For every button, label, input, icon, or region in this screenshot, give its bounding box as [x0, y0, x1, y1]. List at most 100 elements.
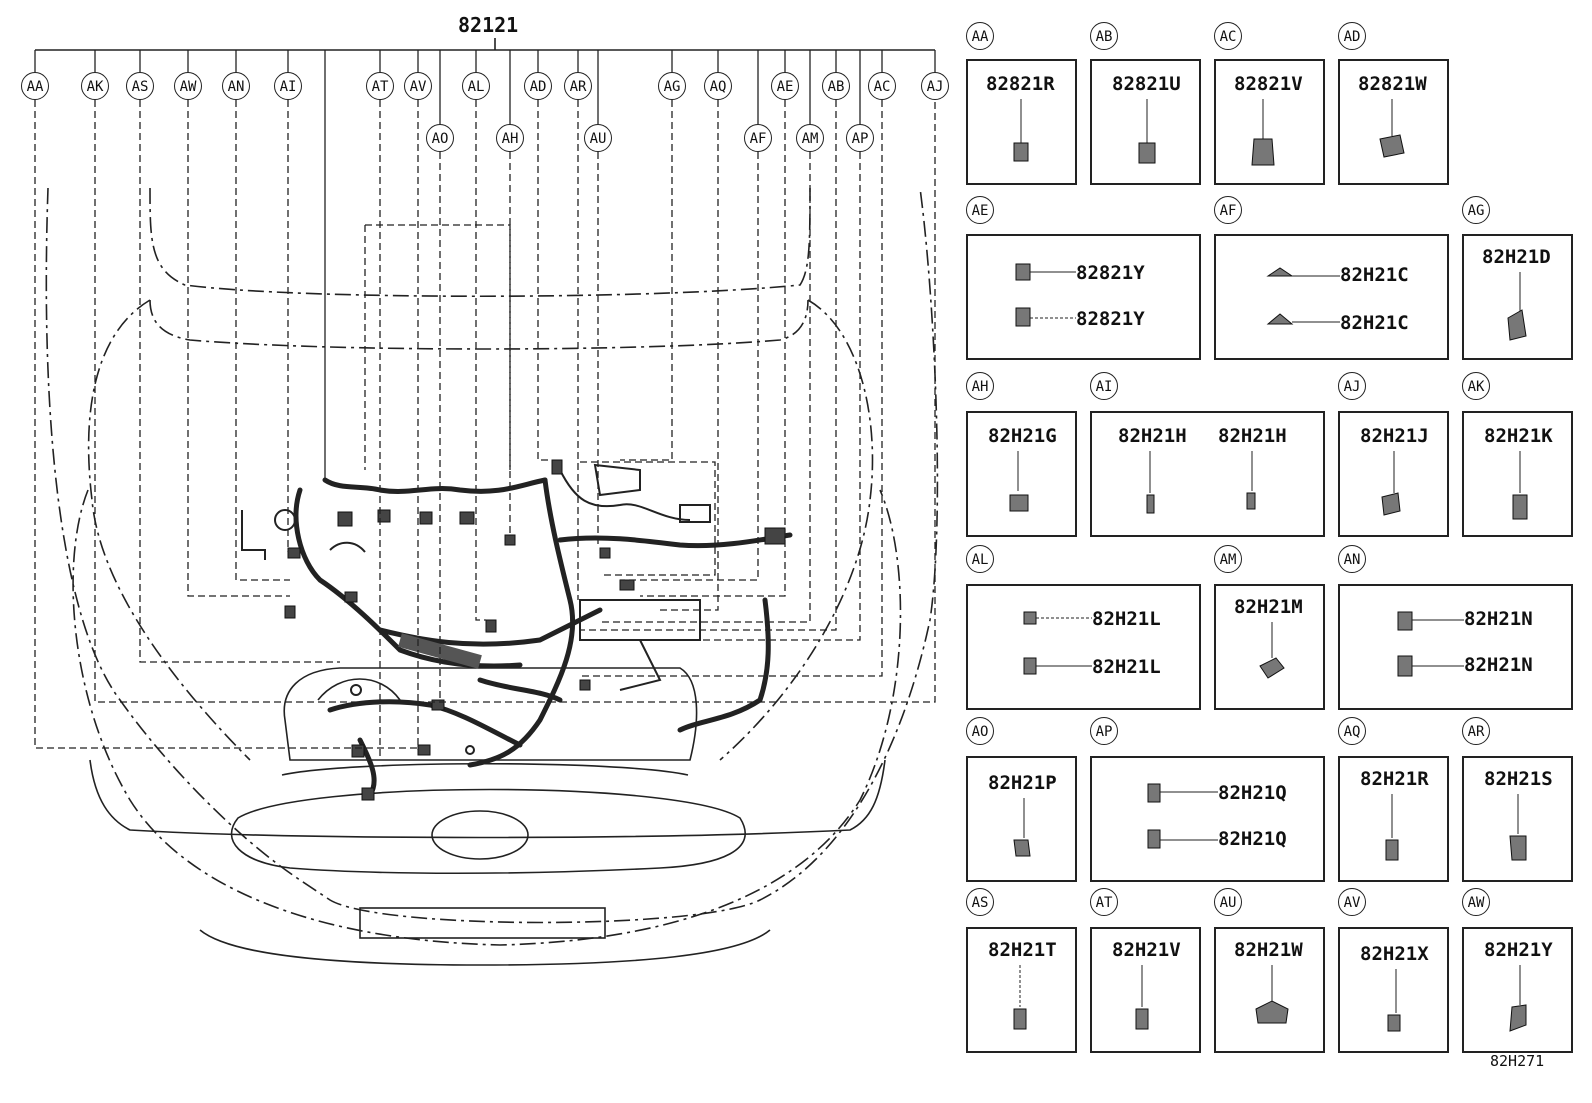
part-number: 82H21H: [1218, 425, 1287, 447]
callout-ae[interactable]: AE: [771, 72, 799, 100]
callout-aq[interactable]: AQ: [704, 72, 732, 100]
callout-av[interactable]: AV: [404, 72, 432, 100]
connector-icon: [1251, 99, 1275, 166]
panel-as[interactable]: 82H21T: [966, 927, 1077, 1053]
connector-icon: [1135, 965, 1149, 1030]
harness-drawing: [34, 38, 939, 966]
part-number: 82H21M: [1234, 596, 1303, 618]
panel-ad[interactable]: 82821W: [1338, 59, 1449, 185]
callout-au[interactable]: AU: [584, 124, 612, 152]
panel-badge-ao: AO: [966, 717, 994, 745]
panel-ac[interactable]: 82821V: [1214, 59, 1325, 185]
panel-al[interactable]: 82H21L 82H21L: [966, 584, 1201, 710]
part-number: 82821Y: [1076, 262, 1145, 284]
callout-ap[interactable]: AP: [846, 124, 874, 152]
callout-ak[interactable]: AK: [81, 72, 109, 100]
panel-badge-af: AF: [1214, 196, 1242, 224]
panel-ae[interactable]: 82821Y 82821Y: [966, 234, 1201, 360]
callout-al[interactable]: AL: [462, 72, 490, 100]
connector-icon: [1266, 267, 1340, 325]
connector-icon: [1255, 965, 1289, 1024]
panel-badge-ai: AI: [1090, 372, 1118, 400]
connector-icon: [1013, 965, 1027, 1030]
part-number: 82H21J: [1360, 425, 1429, 447]
panel-badge-ag: AG: [1462, 196, 1490, 224]
part-number: 82H21H: [1118, 425, 1187, 447]
panel-ag[interactable]: 82H21D: [1462, 234, 1573, 360]
panel-at[interactable]: 82H21V: [1090, 927, 1201, 1053]
main-part-number[interactable]: 82121: [458, 13, 519, 37]
connector-icon: [1379, 99, 1405, 158]
panel-badge-an: AN: [1338, 545, 1366, 573]
panel-am[interactable]: 82H21M: [1214, 584, 1325, 710]
callout-aa[interactable]: AA: [21, 72, 49, 100]
part-number: 82H21X: [1360, 943, 1429, 965]
connector-icon: [1381, 451, 1401, 516]
part-number: 82821Y: [1076, 308, 1145, 330]
panel-af[interactable]: 82H21C 82H21C: [1214, 234, 1449, 360]
callout-at[interactable]: AT: [366, 72, 394, 100]
callout-aj[interactable]: AJ: [921, 72, 949, 100]
part-number: 82H21Q: [1218, 828, 1287, 850]
part-number: 82H21Q: [1218, 782, 1287, 804]
connector-icon: [1147, 783, 1218, 849]
panel-badge-aw: AW: [1462, 888, 1490, 916]
part-number: 82H21C: [1340, 312, 1409, 334]
connector-icon: [1023, 611, 1092, 675]
panel-badge-al: AL: [966, 545, 994, 573]
connector-icon: [1146, 451, 1256, 514]
connector-icon: [1009, 451, 1029, 512]
part-number: 82821W: [1358, 73, 1427, 95]
part-number: 82H21P: [988, 772, 1057, 794]
panel-ai[interactable]: 82H21H 82H21H: [1090, 411, 1325, 537]
callout-ab[interactable]: AB: [822, 72, 850, 100]
panel-aw[interactable]: 82H21Y: [1462, 927, 1573, 1053]
panel-badge-av: AV: [1338, 888, 1366, 916]
callout-aw[interactable]: AW: [174, 72, 202, 100]
panel-au[interactable]: 82H21W: [1214, 927, 1325, 1053]
panel-badge-as: AS: [966, 888, 994, 916]
callout-as[interactable]: AS: [126, 72, 154, 100]
panel-aj[interactable]: 82H21J: [1338, 411, 1449, 537]
panel-ak[interactable]: 82H21K: [1462, 411, 1573, 537]
connector-icon: [1512, 451, 1528, 520]
panel-badge-ar: AR: [1462, 717, 1490, 745]
panel-badge-am: AM: [1214, 545, 1242, 573]
part-number: 82H21N: [1464, 608, 1533, 630]
callout-ad[interactable]: AD: [524, 72, 552, 100]
panel-ao[interactable]: 82H21P: [966, 756, 1077, 882]
panel-av[interactable]: 82H21X: [1338, 927, 1449, 1053]
panel-ab[interactable]: 82821U: [1090, 59, 1201, 185]
part-number: 82H21Y: [1484, 939, 1553, 961]
panel-badge-aj: AJ: [1338, 372, 1366, 400]
callout-ao[interactable]: AO: [426, 124, 454, 152]
callout-ai[interactable]: AI: [274, 72, 302, 100]
connector-icon: [1015, 263, 1076, 327]
panel-an[interactable]: 82H21N 82H21N: [1338, 584, 1573, 710]
panel-ap[interactable]: 82H21Q 82H21Q: [1090, 756, 1325, 882]
panel-ar[interactable]: 82H21S: [1462, 756, 1573, 882]
callout-am[interactable]: AM: [796, 124, 824, 152]
callout-ag[interactable]: AG: [658, 72, 686, 100]
panel-badge-ae: AE: [966, 196, 994, 224]
panel-aa[interactable]: 82821R: [966, 59, 1077, 185]
panel-aq[interactable]: 82H21R: [1338, 756, 1449, 882]
panel-badge-aq: AQ: [1338, 717, 1366, 745]
callout-ac[interactable]: AC: [868, 72, 896, 100]
part-number: 82H21C: [1340, 264, 1409, 286]
panel-ah[interactable]: 82H21G: [966, 411, 1077, 537]
panel-badge-ab: AB: [1090, 22, 1118, 50]
part-number: 82H21W: [1234, 939, 1303, 961]
panel-badge-au: AU: [1214, 888, 1242, 916]
callout-ar[interactable]: AR: [564, 72, 592, 100]
connector-icon: [1013, 798, 1031, 857]
panel-badge-ac: AC: [1214, 22, 1242, 50]
callout-af[interactable]: AF: [744, 124, 772, 152]
part-number: 82821V: [1234, 73, 1303, 95]
callout-an[interactable]: AN: [222, 72, 250, 100]
connector-icon: [1385, 794, 1399, 861]
callout-ah[interactable]: AH: [496, 124, 524, 152]
part-number: 82H21L: [1092, 656, 1161, 678]
panel-badge-ad: AD: [1338, 22, 1366, 50]
